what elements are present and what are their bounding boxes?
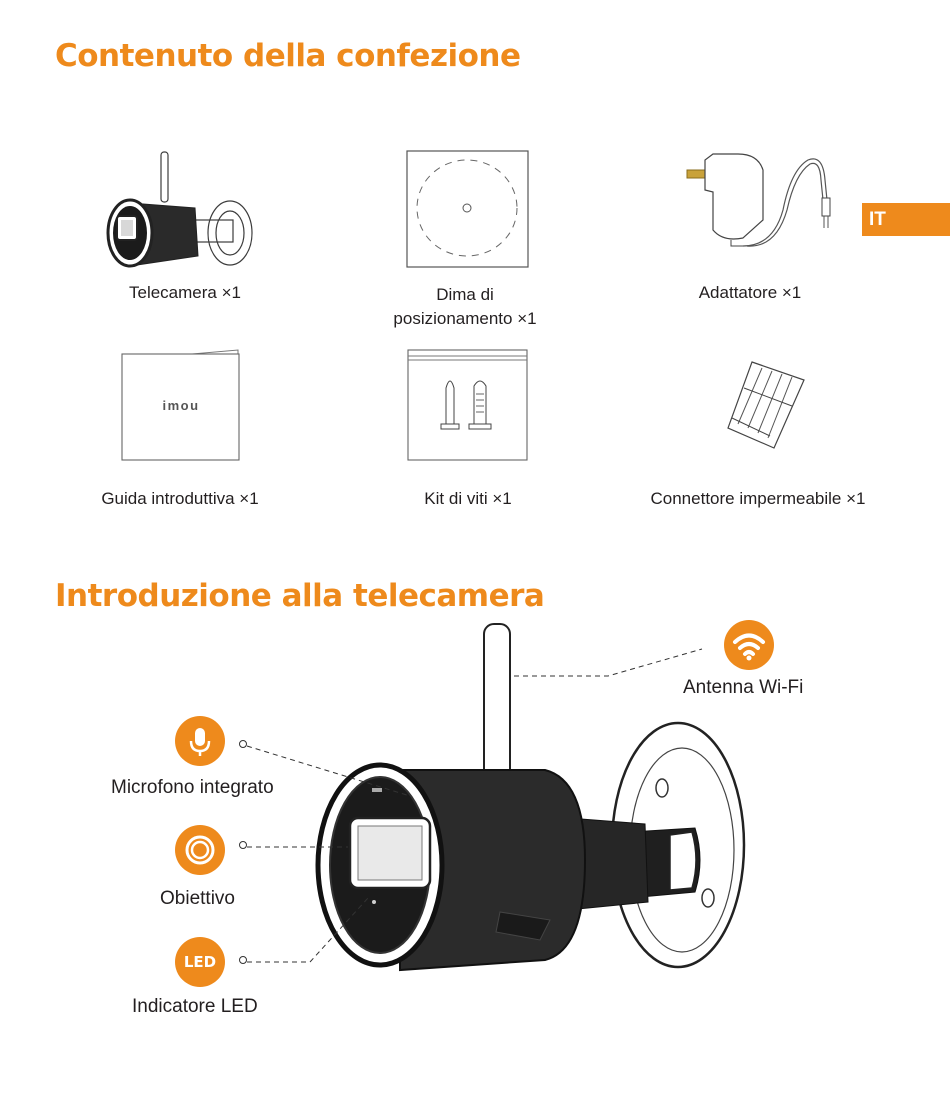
callout-dot-microphone — [239, 740, 247, 748]
callout-label-led: Indicatore LED — [132, 996, 258, 1018]
led-icon-text: LED — [175, 937, 225, 987]
microphone-icon — [175, 716, 225, 766]
callout-label-lens: Obiettivo — [160, 888, 235, 910]
led-icon: LED — [175, 937, 225, 987]
wifi-icon — [724, 620, 774, 670]
callout-label-antenna: Antenna Wi-Fi — [683, 677, 803, 699]
callout-label-microphone: Microfono integrato — [111, 777, 274, 799]
callout-dot-led — [239, 956, 247, 964]
lens-icon — [175, 825, 225, 875]
callout-dot-lens — [239, 841, 247, 849]
